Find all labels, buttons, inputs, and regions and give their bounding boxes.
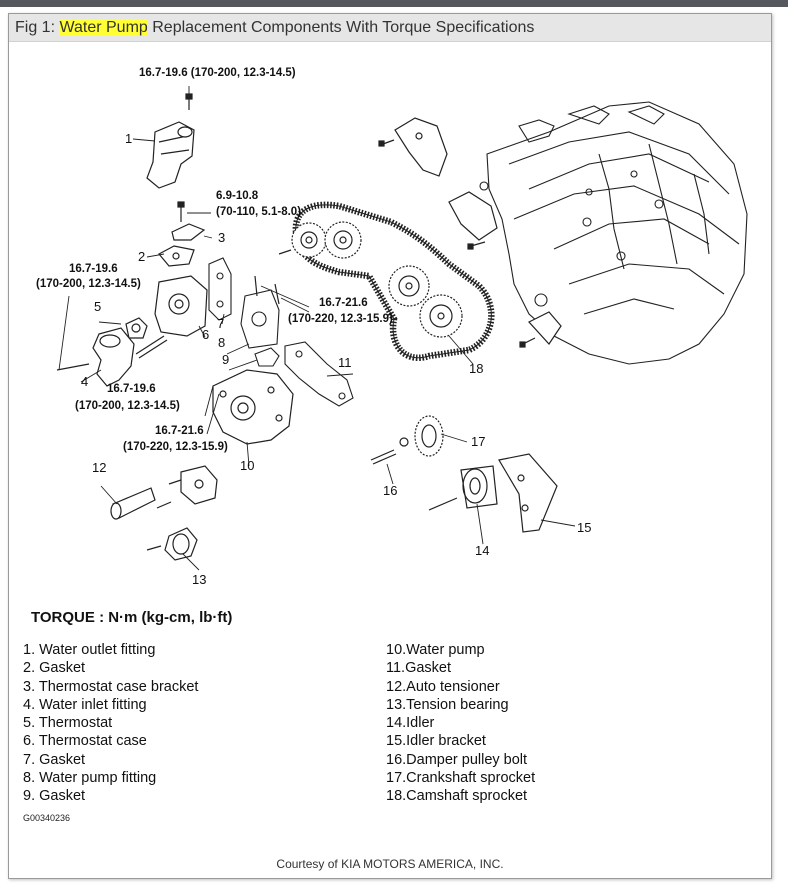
thermostat-case-drawing xyxy=(125,275,208,339)
legend-item: 11.Gasket xyxy=(386,660,452,677)
water-outlet-fitting-drawing xyxy=(146,93,195,189)
caption-highlight: Water Pump xyxy=(59,19,148,36)
callout-17: 17 xyxy=(471,434,485,449)
legend-item: 3. Thermostat case bracket xyxy=(23,678,199,695)
torque-label-inlet-units: (170-200, 12.3-14.5) xyxy=(36,278,141,290)
callout-4: 4 xyxy=(81,374,88,389)
thermostat-case-bracket-drawing xyxy=(158,201,206,267)
torque-label-thermostat-units: (170-200, 12.3-14.5) xyxy=(75,400,180,412)
legend-item: 5. Thermostat xyxy=(23,715,113,732)
callout-3: 3 xyxy=(218,230,225,245)
callout-15: 15 xyxy=(577,520,591,535)
figure-frame: Fig 1: Water Pump Replacement Components… xyxy=(8,13,772,879)
figure-code: G00340236 xyxy=(23,813,71,823)
torque-label-bracket-value: 6.9-10.8 xyxy=(216,190,259,202)
torque-label-thermostat-value: 16.7-19.6 xyxy=(107,383,156,395)
legend-item: 12.Auto tensioner xyxy=(386,678,500,695)
torque-label-water-pump-value: 16.7-21.6 xyxy=(155,425,204,437)
caption-bar: Fig 1: Water Pump Replacement Components… xyxy=(9,14,771,42)
crankshaft-sprocket-drawing xyxy=(370,415,444,465)
legend-item: 16.Damper pulley bolt xyxy=(386,751,528,768)
callout-2: 2 xyxy=(138,249,145,264)
window-top-bar xyxy=(0,0,788,7)
legend-item: 15.Idler bracket xyxy=(386,733,486,750)
torque-label-water-outlet: 16.7-19.6 (170-200, 12.3-14.5) xyxy=(139,67,296,79)
torque-label-pump-fitting-units: (170-220, 12.3-15.9) xyxy=(288,313,393,325)
legend-item: 2. Gasket xyxy=(23,660,86,677)
callout-9: 9 xyxy=(222,352,229,367)
torque-units-title: TORQUE : N·m (kg-cm, lb·ft) xyxy=(31,609,233,626)
callout-6: 6 xyxy=(202,327,209,342)
callout-12: 12 xyxy=(92,460,106,475)
legend-item: 6. Thermostat case xyxy=(23,733,147,750)
callout-11: 11 xyxy=(338,355,352,370)
legend-item: 4. Water inlet fitting xyxy=(23,696,147,713)
legend-item: 9. Gasket xyxy=(23,788,86,805)
callout-8: 8 xyxy=(218,335,225,350)
legend-item: 13.Tension bearing xyxy=(386,696,509,713)
timing-belt-drawing xyxy=(292,201,495,361)
caption-prefix: Fig 1: xyxy=(15,19,60,36)
callout-7: 7 xyxy=(217,316,224,331)
engine-block-drawing xyxy=(479,101,748,365)
caption-rest: Replacement Components With Torque Speci… xyxy=(147,19,535,36)
parts-legend-left: 1. Water outlet fitting 2. Gasket 3. The… xyxy=(23,641,198,806)
callout-numbers: 1 2 3 4 5 6 7 8 9 10 11 12 13 14 15 16 1… xyxy=(81,131,591,587)
legend-item: 1. Water outlet fitting xyxy=(23,642,156,658)
legend-item: 18.Camshaft sprocket xyxy=(386,788,528,805)
water-pump-gaskets-drawing xyxy=(254,341,354,407)
water-pump-drawing xyxy=(212,369,294,445)
legend-item: 14.Idler xyxy=(386,715,435,732)
legend-item: 7. Gasket xyxy=(23,751,86,768)
callout-18: 18 xyxy=(469,361,483,376)
exploded-parts-diagram: 16.7-19.6 (170-200, 12.3-14.5) 6.9-10.8 … xyxy=(36,67,748,587)
torque-labels: 16.7-19.6 (170-200, 12.3-14.5) 6.9-10.8 … xyxy=(36,67,393,453)
legend-item: 8. Water pump fitting xyxy=(23,770,157,787)
callout-5: 5 xyxy=(94,299,101,314)
water-inlet-fitting-drawing xyxy=(56,327,168,387)
callout-14: 14 xyxy=(475,543,489,558)
torque-label-bracket-units: (70-110, 5.1-8.0) xyxy=(216,206,301,218)
courtesy-credit: Courtesy of KIA MOTORS AMERICA, INC. xyxy=(276,857,504,871)
parts-legend-right: 10.Water pump 11.Gasket 12.Auto tensione… xyxy=(386,641,535,806)
callout-13: 13 xyxy=(192,572,206,587)
idler-drawing xyxy=(428,453,558,533)
legend-item: 10.Water pump xyxy=(386,642,485,658)
camshaft-sprocket-drawing xyxy=(291,221,463,338)
figure-caption: Fig 1: Water Pump Replacement Components… xyxy=(15,19,534,37)
bolts-drawing xyxy=(254,139,536,348)
auto-tensioner-drawing xyxy=(110,465,218,561)
callout-16: 16 xyxy=(383,483,397,498)
torque-label-water-pump-units: (170-220, 12.3-15.9) xyxy=(123,441,228,453)
callout-10: 10 xyxy=(240,458,254,473)
legend-item: 17.Crankshaft sprocket xyxy=(386,770,536,787)
callout-1: 1 xyxy=(125,131,132,146)
leader-lines xyxy=(58,86,576,571)
engine-brackets-drawing xyxy=(394,117,562,345)
torque-label-pump-fitting-value: 16.7-21.6 xyxy=(319,297,368,309)
torque-label-inlet-value: 16.7-19.6 xyxy=(69,263,118,275)
